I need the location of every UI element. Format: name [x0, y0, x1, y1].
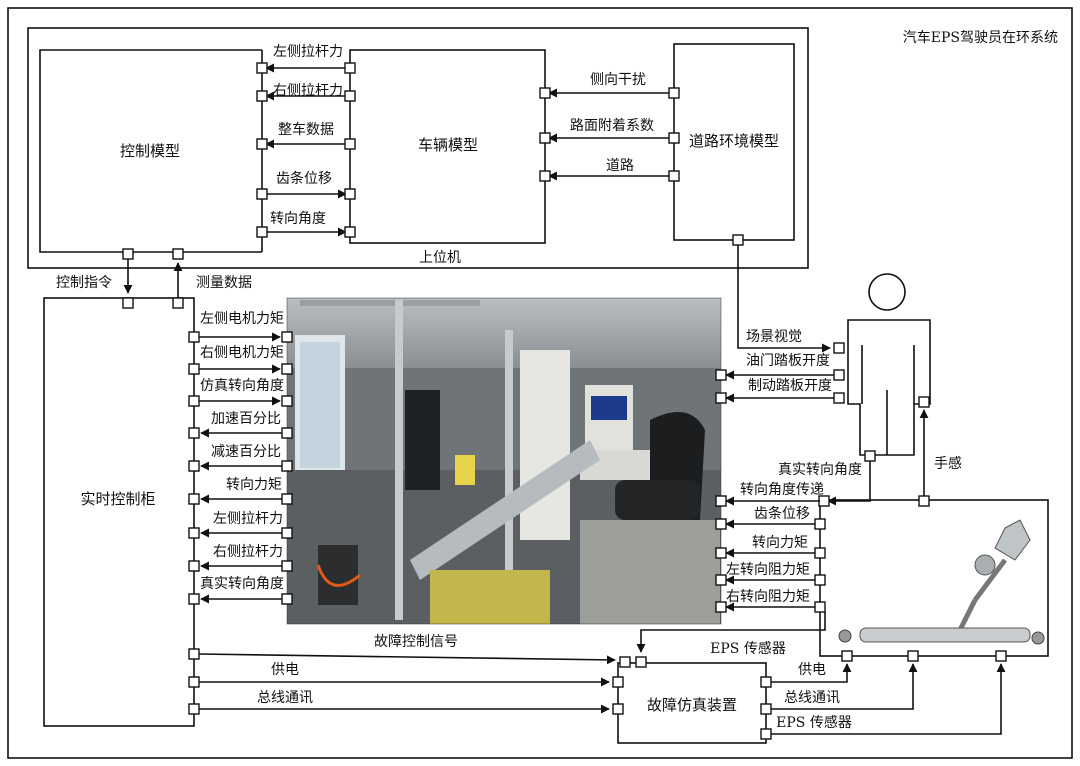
signal-vehicle-data: 整车数据: [278, 121, 334, 138]
signal-steering-angle-transfer: 转向角度传递: [740, 482, 824, 498]
road-model-label: 道路环境模型: [689, 132, 779, 150]
signal-road-adhesion: 路面附着系数: [570, 118, 654, 134]
realtime-cabinet-label: 实时控制柜: [80, 490, 155, 508]
signal-accel-percent: 加速百分比: [211, 411, 281, 427]
signal-steering-torque: 转向力矩: [226, 477, 282, 493]
control-model-box: [39, 49, 262, 253]
signal-steering-angle: 转向角度: [270, 211, 326, 227]
signal-fault-control: 故障控制信号: [374, 634, 458, 650]
signal-control-command: 控制指令: [56, 275, 112, 291]
signal-right-tie-rod-force: 右侧拉杆力: [273, 83, 343, 99]
signal-right-resistance-torque: 右转向阻力矩: [726, 589, 810, 605]
signal-real-steering-angle-driver: 真实转向角度: [778, 462, 862, 478]
signal-left-motor-torque: 左侧电机力矩: [200, 311, 284, 327]
outer-frame: [7, 7, 1073, 759]
signal-rack-displacement-steering: 齿条位移: [754, 505, 810, 522]
signal-bus-comm-fault: 总线通讯: [784, 690, 840, 706]
signal-bus-comm-cabinet: 总线通讯: [257, 690, 313, 706]
signal-sim-steering-angle: 仿真转向角度: [200, 378, 284, 394]
figure-title: 汽车EPS驾驶员在环系统: [903, 29, 1058, 46]
ports-top: [122, 62, 744, 260]
realtime-cabinet-box: [43, 297, 195, 727]
signal-measurement-data: 测量数据: [196, 275, 252, 291]
signal-road: 道路: [606, 158, 634, 174]
host-computer-box: [27, 27, 809, 269]
cabinet-photo-signals: [188, 331, 293, 605]
signal-decel-percent: 减速百分比: [211, 444, 281, 460]
host-computer-label: 上位机: [419, 250, 461, 266]
signal-throttle-opening: 油门踏板开度: [746, 353, 830, 369]
test-bench-photo: [286, 297, 722, 625]
signal-lateral-disturbance: 侧向干扰: [590, 72, 646, 88]
signal-eps-sensor-bottom: EPS 传感器: [776, 714, 852, 731]
driver-figure-icon: [847, 273, 931, 456]
signal-steering-torque-steering: 转向力矩: [752, 535, 808, 551]
signal-real-steering-angle-cabinet: 真实转向角度: [200, 576, 284, 592]
signal-right-tie-rod-force-cabinet: 右侧拉杆力: [213, 544, 283, 560]
steering-photo-signals: [715, 495, 826, 613]
vehicle-model-label: 车辆模型: [418, 136, 478, 154]
fault-device-label: 故障仿真装置: [647, 696, 737, 714]
signal-scene-vision: 场景视觉: [746, 329, 802, 345]
signal-power-fault: 供电: [798, 662, 826, 678]
signal-rack-displacement: 齿条位移: [276, 170, 332, 187]
signal-hand-feel: 手感: [934, 455, 962, 472]
signal-eps-sensor-top: EPS 传感器: [710, 640, 786, 657]
signal-left-resistance-torque: 左转向阻力矩: [726, 562, 810, 578]
eps-steering-rack-icon: [838, 519, 1045, 645]
signal-left-tie-rod-force: 左侧拉杆力: [273, 44, 343, 60]
signal-power-cabinet: 供电: [271, 662, 299, 678]
signal-left-tie-rod-force-cabinet: 左侧拉杆力: [213, 511, 283, 527]
signal-brake-opening: 制动踏板开度: [748, 378, 832, 394]
fault-device-box: [617, 662, 767, 744]
control-model-label: 控制模型: [120, 142, 180, 160]
signal-right-motor-torque: 右侧电机力矩: [200, 345, 284, 361]
